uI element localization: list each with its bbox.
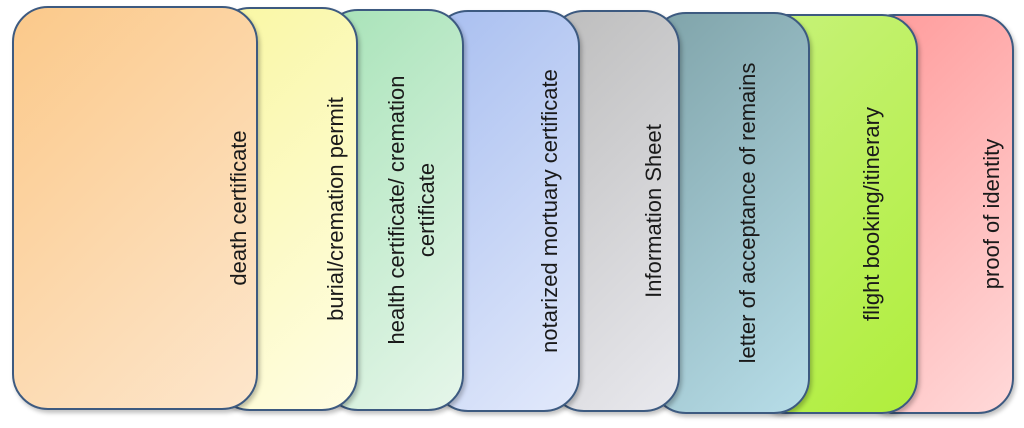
card-label: flight booking/itinerary — [859, 106, 884, 322]
card-label: proof of identity — [979, 138, 1004, 290]
card-label: Information Sheet — [641, 124, 666, 298]
card-label: notarized mortuary certificate — [537, 69, 562, 353]
card-label: burial/cremation permit — [323, 97, 348, 321]
card-death-certificate: death certificate — [12, 6, 258, 410]
card-label: death certificate — [226, 130, 251, 286]
card-label: health certificate/ cremation certificat… — [384, 75, 439, 345]
card-label: letter of acceptance of remains — [735, 62, 760, 364]
